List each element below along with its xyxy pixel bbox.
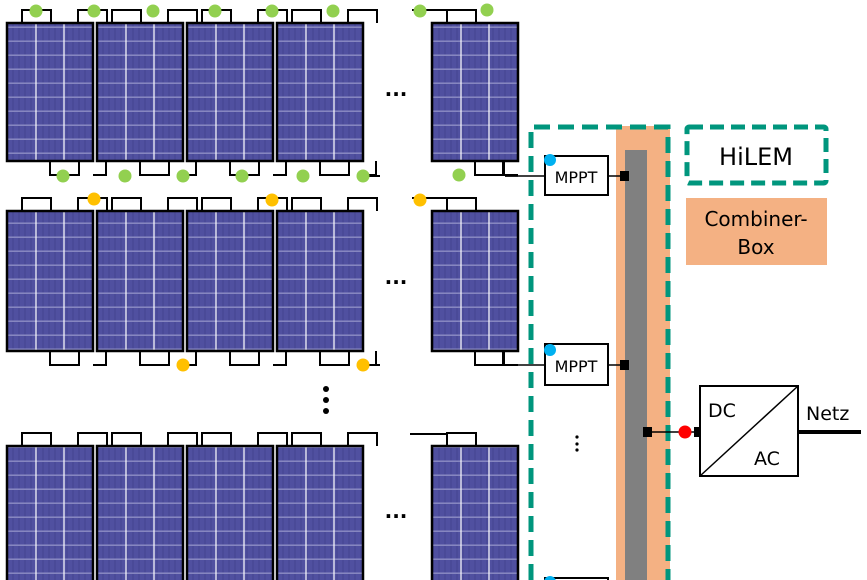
panel-top-jumper bbox=[21, 197, 52, 211]
panel-top-jumper bbox=[21, 432, 52, 446]
string-1-connector bbox=[296, 169, 310, 183]
mppt-unit-2[interactable]: MPPT bbox=[505, 343, 629, 386]
mppt-3-indicator bbox=[544, 576, 556, 580]
panel-bottom-interconnect bbox=[273, 351, 287, 366]
panel-top-interconnect bbox=[347, 9, 378, 23]
mppt-vertical-ellipsis bbox=[575, 435, 579, 452]
string-1-panel-2 bbox=[95, 21, 185, 163]
string-1-connector bbox=[208, 4, 222, 18]
strings-vertical-ellipsis bbox=[323, 386, 329, 414]
string-1-panel-1 bbox=[5, 21, 95, 163]
mppt-2-indicator bbox=[544, 344, 556, 356]
panel-bottom-jumper bbox=[229, 351, 260, 366]
mppt-1-indicator bbox=[544, 154, 556, 166]
string-2-panel-5 bbox=[430, 209, 520, 353]
panel-top-interconnect bbox=[77, 432, 108, 446]
inverter-dc-label: DC bbox=[708, 400, 736, 422]
string-1-connector bbox=[118, 169, 132, 183]
panel-top-jumper bbox=[111, 197, 142, 211]
string-1-panel-3 bbox=[185, 21, 275, 163]
grid-label: Netz bbox=[806, 403, 849, 425]
legend-hilem-label: HiLEM bbox=[719, 143, 793, 171]
string-n-panel-4 bbox=[275, 444, 365, 580]
panel-top-jumper bbox=[446, 432, 477, 446]
panel-top-jumper bbox=[111, 432, 142, 446]
panel-top-interconnect bbox=[167, 9, 198, 23]
panel-bottom-jumper bbox=[49, 351, 80, 366]
hilem-enclosure bbox=[528, 124, 671, 580]
panel-top-jumper bbox=[446, 9, 477, 23]
panel-top-jumper bbox=[291, 9, 322, 23]
string-1-panel-5 bbox=[430, 21, 520, 163]
string-1-connector bbox=[265, 4, 279, 18]
string-1-connector bbox=[146, 4, 160, 18]
mppt-1-label: MPPT bbox=[555, 168, 598, 187]
string-n-panel-3 bbox=[185, 444, 275, 580]
panel-top-interconnect bbox=[167, 432, 198, 446]
panel-bottom-jumper bbox=[474, 351, 505, 366]
panel-top-jumper bbox=[201, 432, 232, 446]
panel-top-interconnect bbox=[347, 432, 378, 446]
string-n-panel-1 bbox=[5, 444, 95, 580]
panel-bottom-jumper bbox=[319, 161, 350, 176]
string-1-connector bbox=[176, 169, 190, 183]
panel-top-jumper bbox=[111, 9, 142, 23]
string-n-ellipsis: ... bbox=[385, 499, 408, 523]
panel-top-jumper bbox=[291, 432, 322, 446]
string-1-connector bbox=[56, 169, 70, 183]
mppt-unit-3[interactable] bbox=[544, 576, 609, 580]
string-2-panel-1 bbox=[5, 209, 95, 353]
string-1-connector bbox=[413, 4, 427, 18]
panel-bottom-jumper bbox=[474, 161, 505, 176]
legend-combiner-box: Combiner- Box bbox=[686, 198, 827, 265]
string-2-ellipsis: ... bbox=[385, 265, 408, 289]
string-2-connector bbox=[356, 358, 370, 372]
dc-ac-inverter[interactable]: DC AC bbox=[699, 385, 799, 477]
string-2-panel-2 bbox=[95, 209, 185, 353]
string-1-connector bbox=[326, 4, 340, 18]
string-wiring bbox=[21, 9, 518, 446]
string-2-connector bbox=[413, 193, 427, 207]
mppt-unit-1[interactable]: MPPT bbox=[505, 154, 629, 196]
dc-bus-bar bbox=[625, 150, 647, 580]
panel-top-jumper bbox=[201, 197, 232, 211]
string-1-panel-4 bbox=[275, 21, 365, 163]
string-1-connector bbox=[452, 168, 466, 182]
pv-panel-array bbox=[5, 21, 520, 580]
panel-top-interconnect bbox=[167, 197, 198, 211]
panel-bottom-jumper bbox=[139, 351, 170, 366]
string-1-connector bbox=[87, 4, 101, 18]
panel-bottom-jumper bbox=[319, 351, 350, 366]
panel-bottom-interconnect bbox=[273, 161, 287, 176]
panel-top-interconnect bbox=[257, 432, 288, 446]
mppt-2-bus-terminal bbox=[620, 360, 629, 370]
string-n-panel-2 bbox=[95, 444, 185, 580]
panel-top-interconnect bbox=[347, 197, 378, 211]
inverter-input-indicator bbox=[678, 425, 692, 439]
mppt-2-label: MPPT bbox=[555, 357, 598, 376]
string-2-connector bbox=[87, 192, 101, 206]
string-2-connector bbox=[176, 358, 190, 372]
string-2-panel-4 bbox=[275, 209, 365, 353]
string-2-panel-3 bbox=[185, 209, 275, 353]
string-1-connector bbox=[235, 169, 249, 183]
mppt-1-bus-terminal bbox=[620, 171, 629, 181]
panel-bottom-interconnect bbox=[93, 161, 107, 176]
string-n-panel-5 bbox=[430, 444, 520, 580]
panel-bottom-interconnect bbox=[93, 351, 107, 366]
panel-top-jumper bbox=[446, 197, 477, 211]
string-2-connector bbox=[265, 193, 279, 207]
legend-hilem: HiLEM bbox=[684, 124, 829, 186]
string-1-ellipsis: ... bbox=[385, 77, 408, 101]
panel-top-jumper bbox=[291, 197, 322, 211]
panel-bottom-jumper bbox=[139, 161, 170, 176]
string-connectors bbox=[29, 3, 494, 372]
legend-combiner-label-line2: Box bbox=[737, 235, 774, 259]
string-1-connector bbox=[29, 4, 43, 18]
string-1-connector bbox=[480, 3, 494, 17]
inverter-ac-label: AC bbox=[754, 448, 780, 470]
legend-combiner-label-line1: Combiner- bbox=[704, 207, 807, 231]
string-1-connector bbox=[356, 169, 370, 183]
